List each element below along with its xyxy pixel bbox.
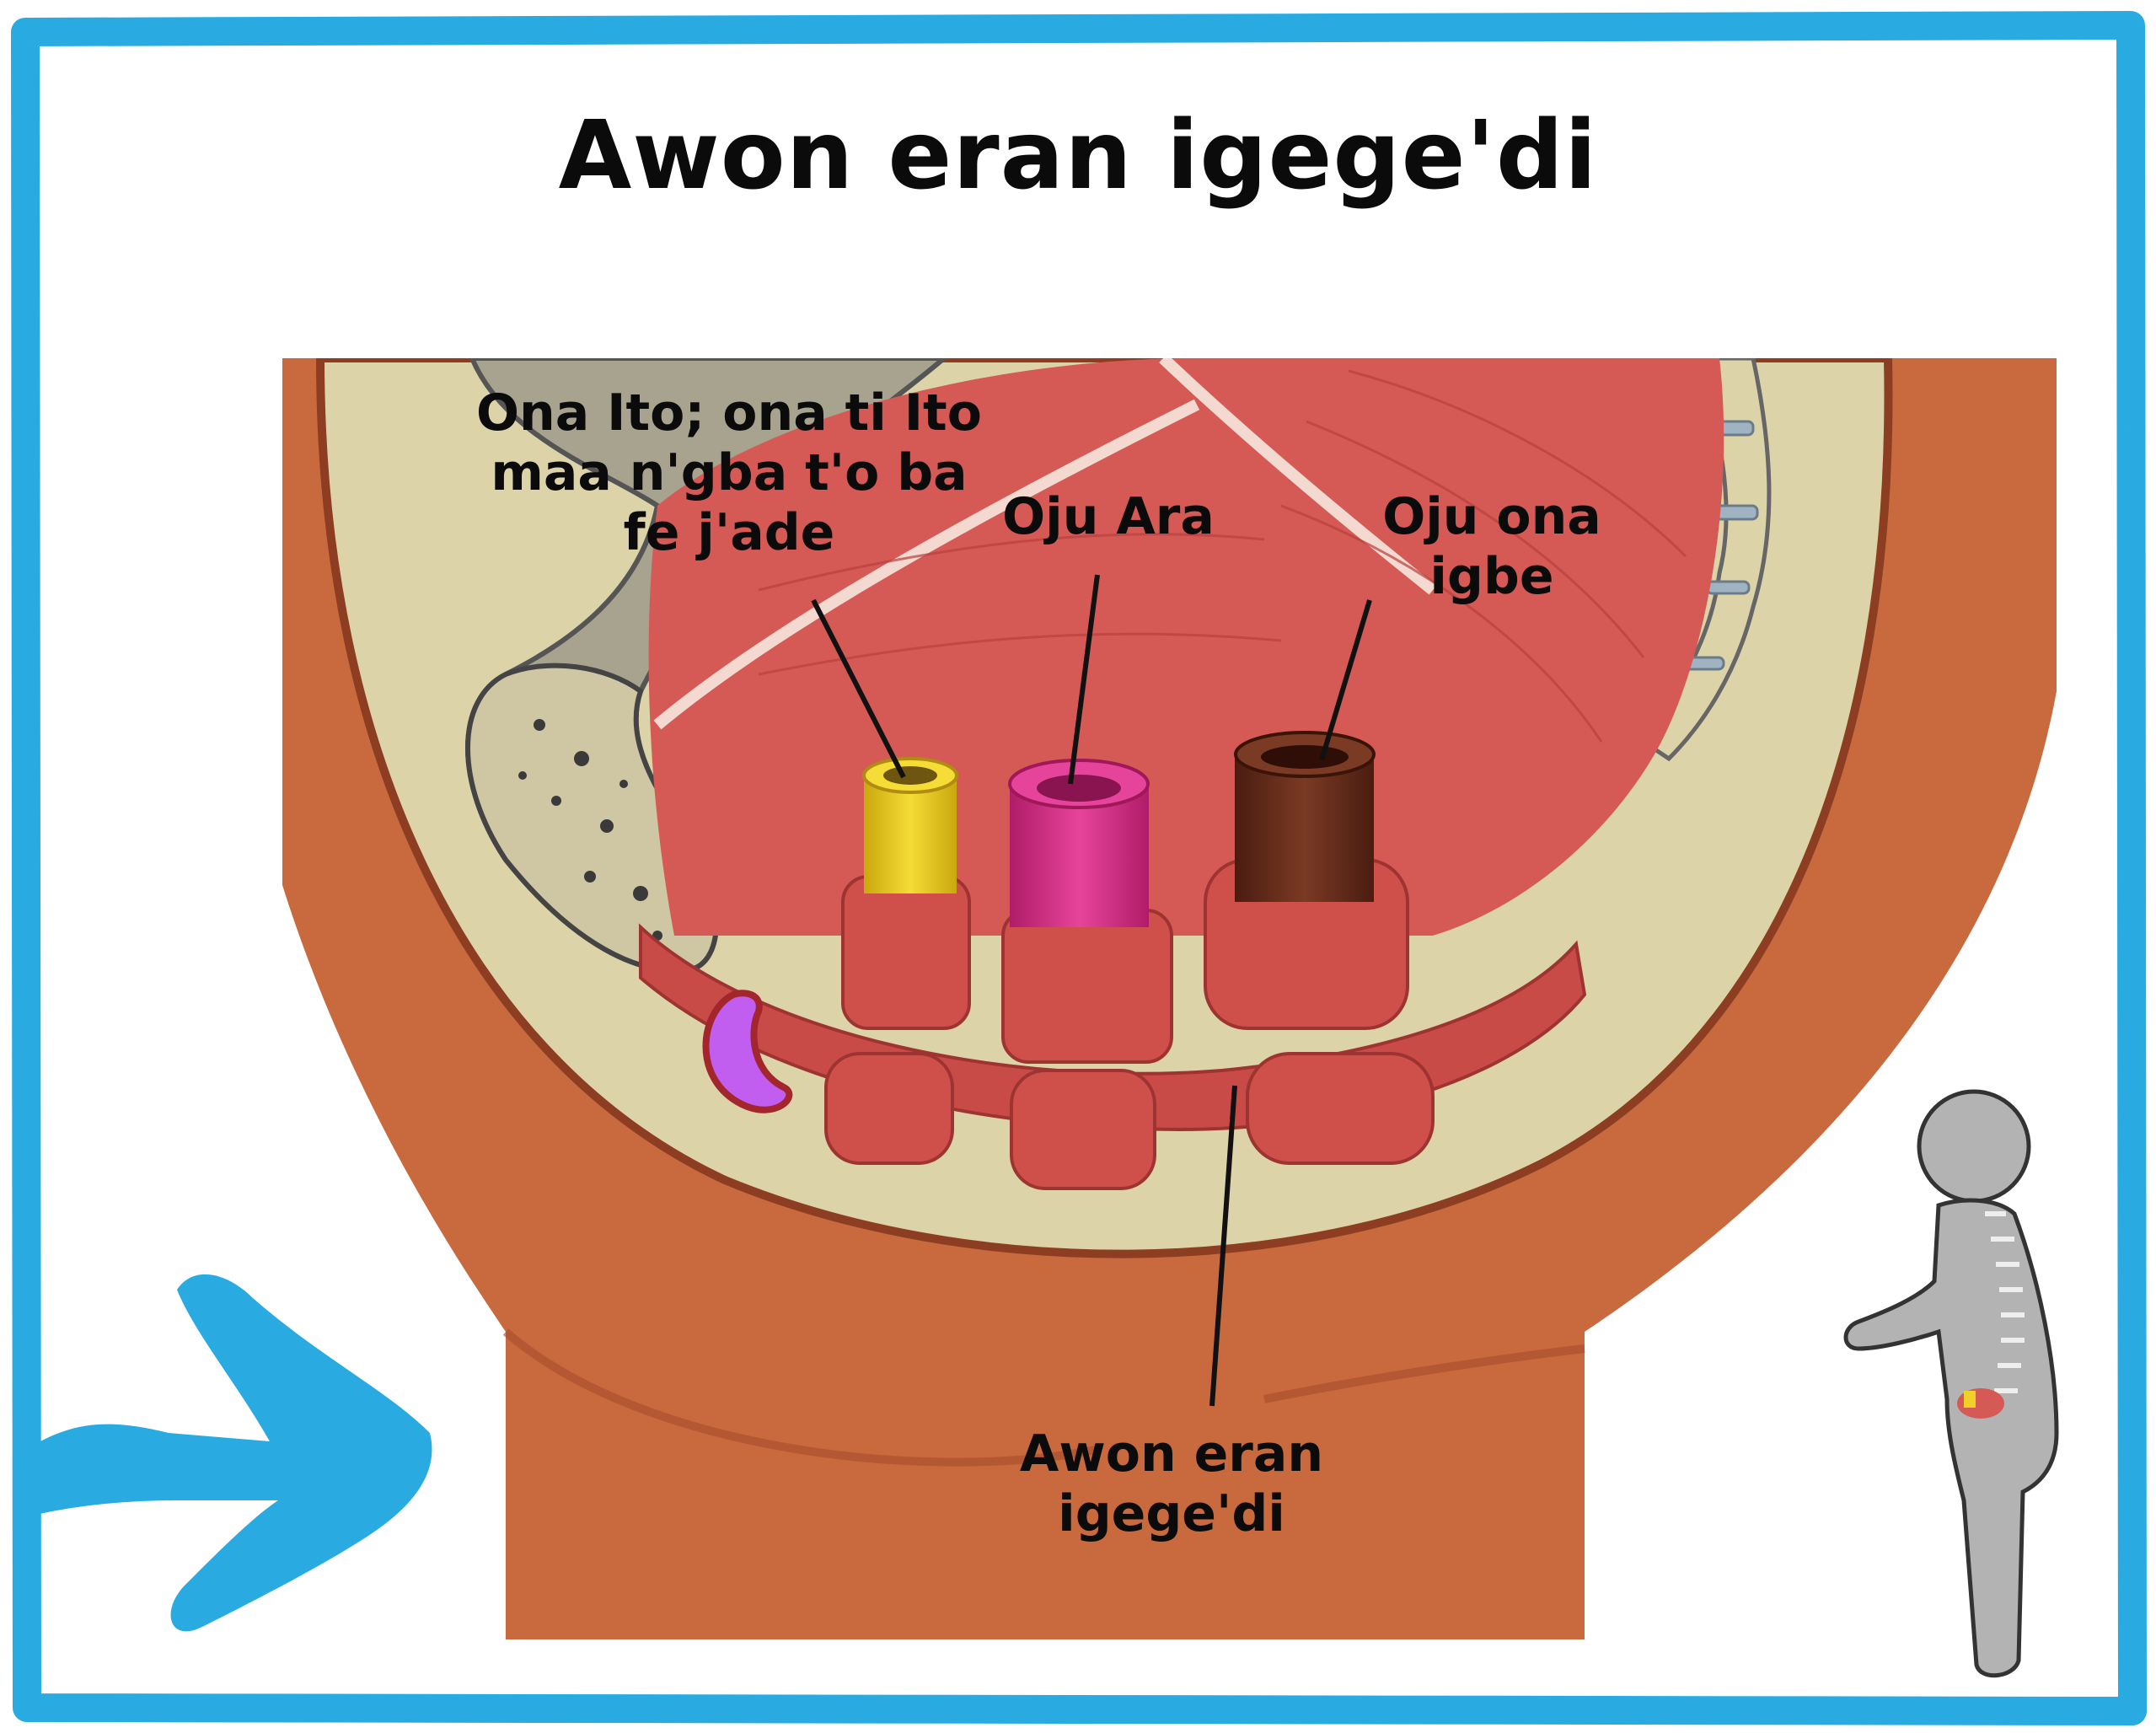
vagina-label: Oju Ara (969, 487, 1247, 547)
urethra-label: Ona Ito; ona ti Ito maa n'gba t'o ba fe … (434, 384, 1024, 562)
vagina-tube (1003, 760, 1172, 1062)
anus-label: Oju ona igbe (1332, 487, 1652, 607)
pelvic-floor-label: Awon eran igege'di (961, 1424, 1382, 1544)
page-title: Awon eran igege'di (0, 101, 2156, 211)
